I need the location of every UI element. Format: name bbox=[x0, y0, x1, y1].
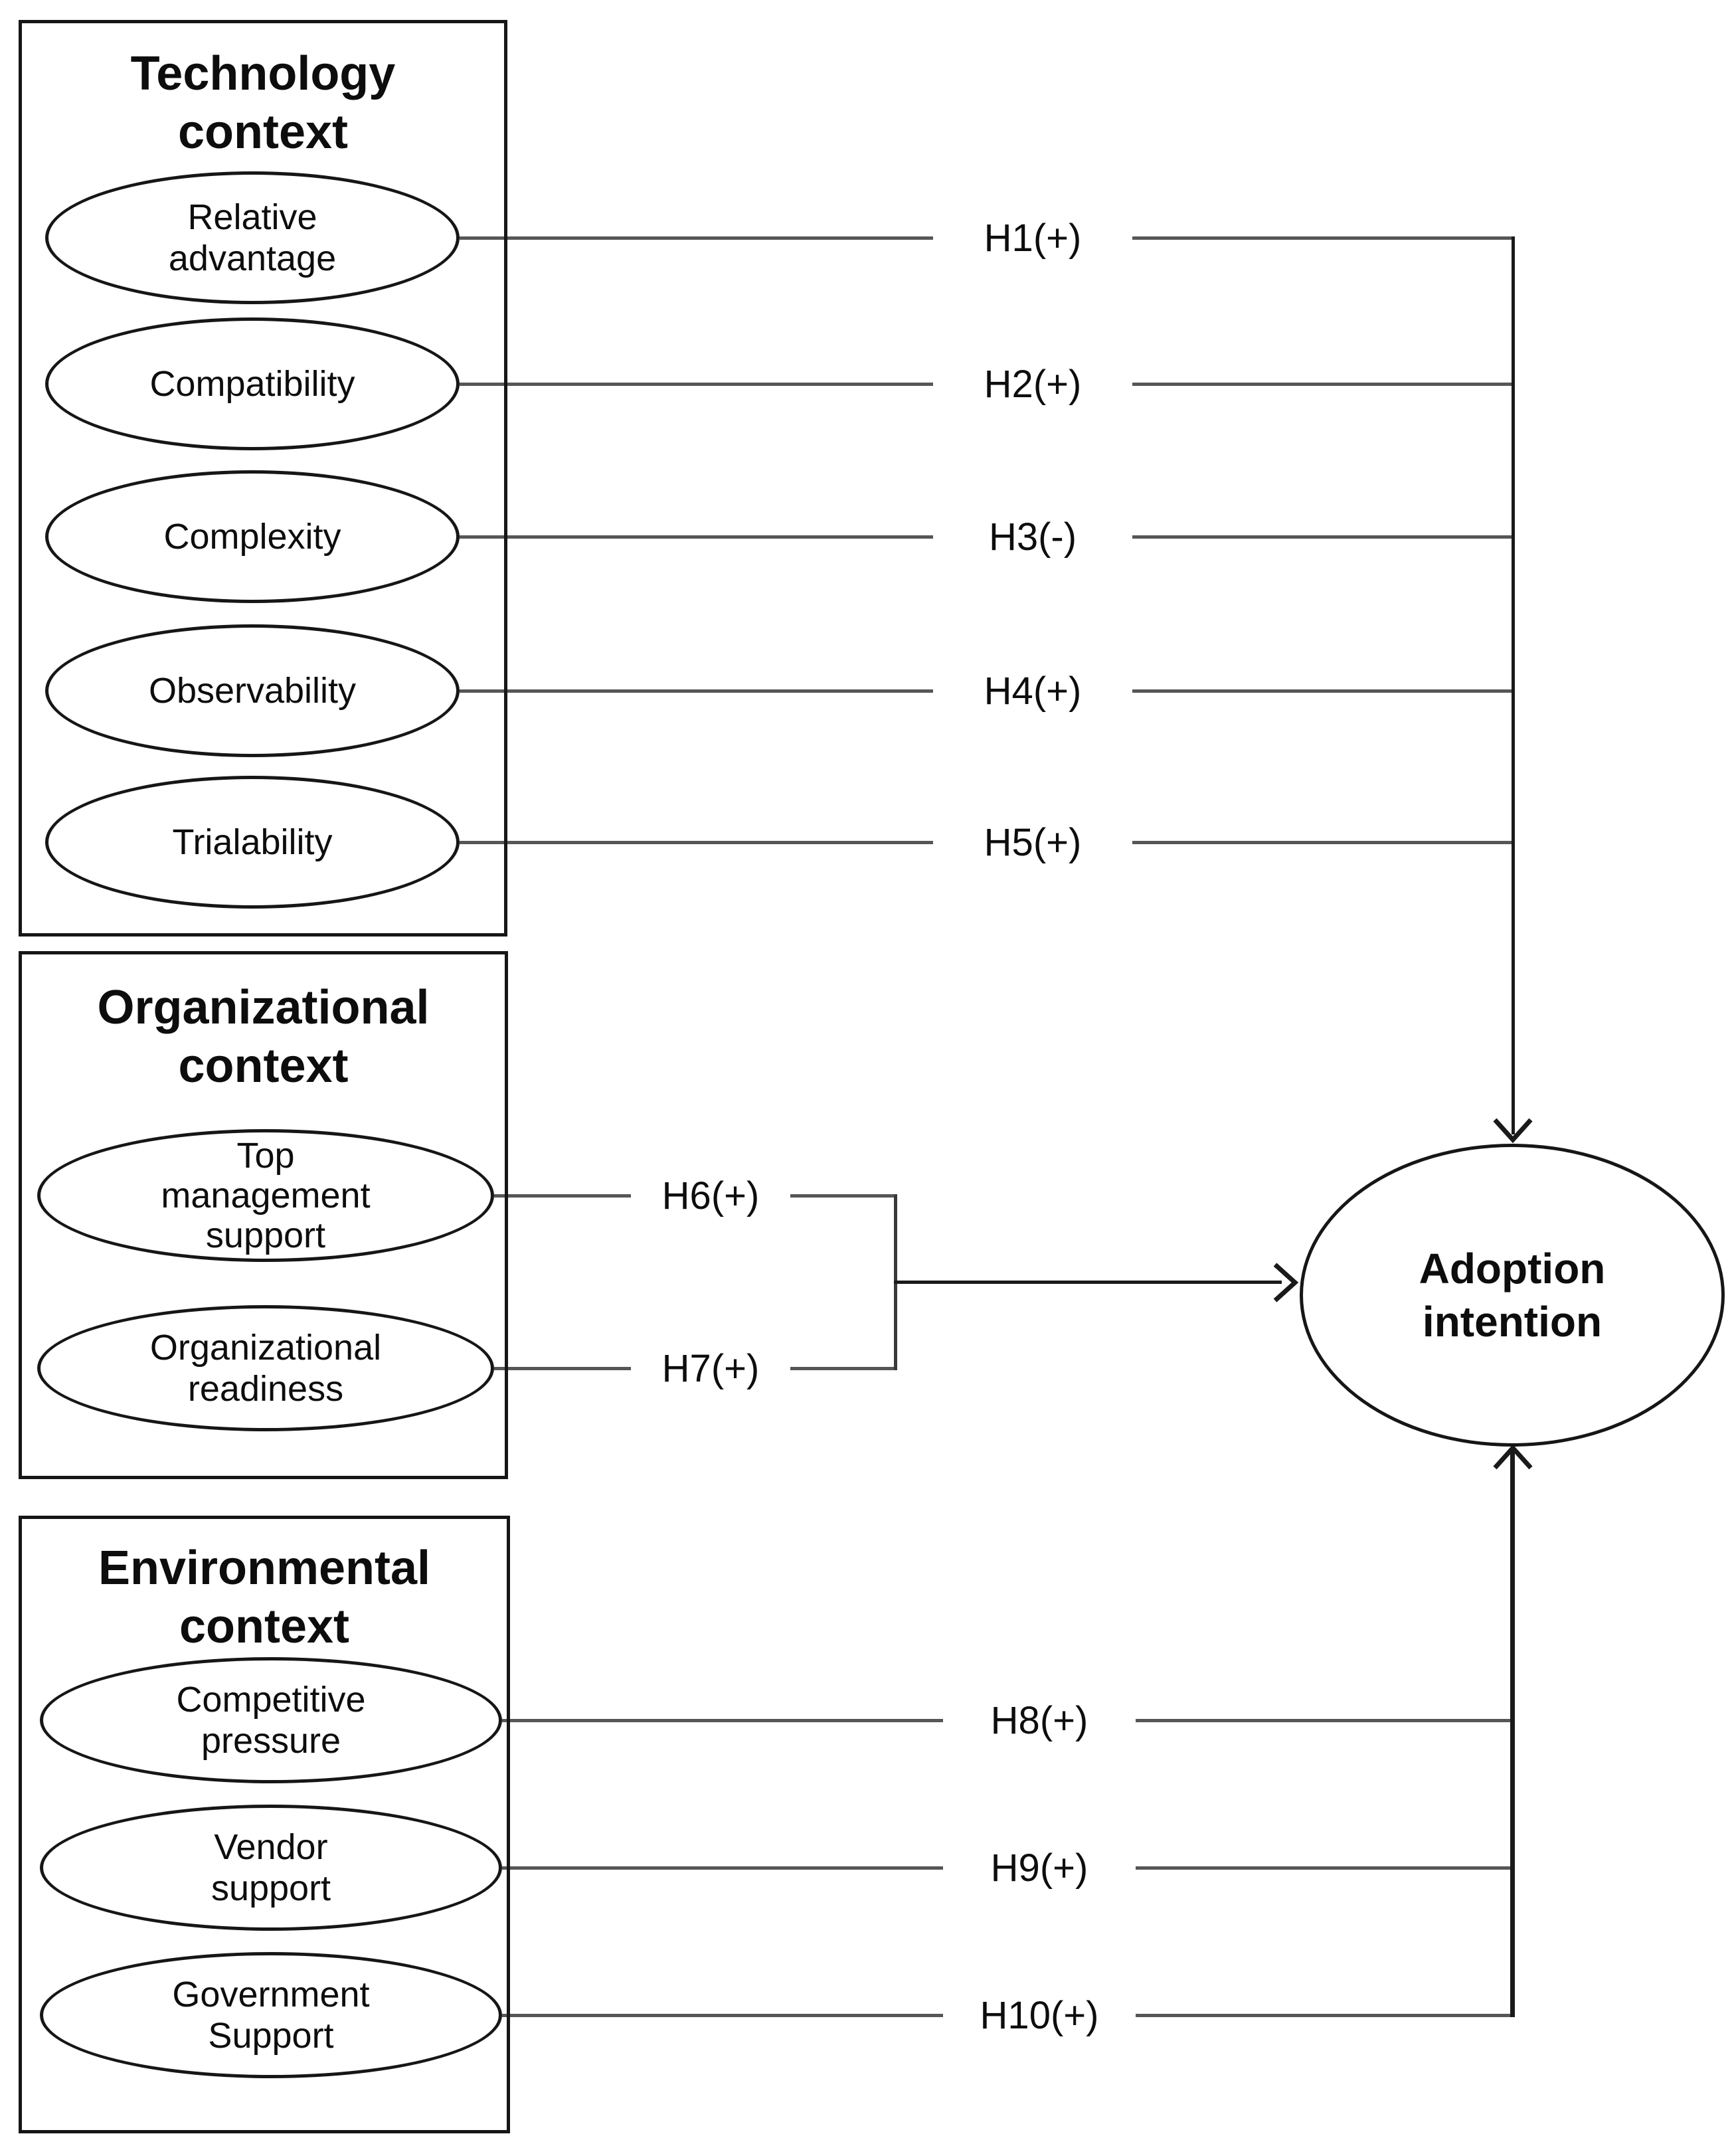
arrowhead-up-icon bbox=[1493, 1444, 1533, 1470]
factor-ellipse-complexity: Complexity bbox=[45, 470, 460, 603]
factor-ellipse-organizational-readiness: Organizational readiness bbox=[37, 1305, 494, 1431]
h8-line-left bbox=[502, 1719, 943, 1722]
organizational-context-box: Organizational context bbox=[19, 951, 508, 1479]
factor-label: Trialability bbox=[172, 822, 333, 862]
h5-line-left bbox=[460, 841, 933, 844]
hypothesis-label-h2: H2(+) bbox=[984, 362, 1082, 406]
h2-line-right bbox=[1132, 383, 1515, 386]
hypothesis-label-h6: H6(+) bbox=[661, 1174, 760, 1217]
factor-label: Relative advantage bbox=[168, 197, 337, 278]
h9-line-left bbox=[502, 1866, 943, 1870]
h7-line-right bbox=[790, 1367, 897, 1370]
hypothesis-label-h3: H3(-) bbox=[988, 515, 1077, 559]
technology-collector-vertical bbox=[1512, 236, 1515, 1134]
factor-label: Government Support bbox=[172, 1975, 370, 2056]
outcome-ellipse-adoption-intention: Adoption intention bbox=[1300, 1144, 1725, 1447]
title-line: context bbox=[179, 1600, 350, 1653]
h10-line-left bbox=[502, 2014, 943, 2017]
factor-label: Vendor support bbox=[211, 1827, 331, 1908]
h9-line-right bbox=[1136, 1866, 1515, 1870]
title-line: context bbox=[177, 106, 349, 159]
factor-ellipse-compatibility: Compatibility bbox=[45, 317, 460, 450]
factor-label: Organizational readiness bbox=[149, 1328, 382, 1409]
factor-ellipse-competitive-pressure: Competitive pressure bbox=[40, 1657, 502, 1783]
hypothesis-label-h10: H10(+) bbox=[980, 1993, 1099, 2037]
h2-line-left bbox=[460, 383, 933, 386]
h1-line-right bbox=[1132, 236, 1515, 240]
title-line: Organizational bbox=[97, 981, 430, 1034]
factor-label: Competitive pressure bbox=[176, 1680, 366, 1761]
title-line: Environmental bbox=[98, 1542, 431, 1595]
h5-line-right bbox=[1132, 841, 1515, 844]
h3-line-left bbox=[460, 535, 933, 539]
h6-line-right bbox=[790, 1194, 897, 1198]
h1-line-left bbox=[460, 236, 933, 240]
hypothesis-label-h7: H7(+) bbox=[661, 1346, 760, 1390]
factor-label: Observability bbox=[148, 671, 357, 711]
arrowhead-down-icon bbox=[1493, 1118, 1533, 1144]
factor-ellipse-top-management-support: Top management support bbox=[37, 1129, 494, 1262]
factor-ellipse-government-support: Government Support bbox=[40, 1952, 502, 2078]
factor-label: Top management support bbox=[161, 1136, 371, 1255]
factor-label: Complexity bbox=[163, 517, 341, 557]
h8-line-right bbox=[1136, 1719, 1515, 1722]
h10-line-right bbox=[1136, 2014, 1515, 2017]
organizational-merge-line bbox=[894, 1281, 1282, 1284]
h4-line-right bbox=[1132, 689, 1515, 693]
h6-line-left bbox=[494, 1194, 631, 1198]
hypothesis-label-h1: H1(+) bbox=[984, 216, 1082, 260]
environmental-collector-vertical bbox=[1510, 1451, 1515, 2017]
environmental-context-title: Environmental context bbox=[22, 1539, 507, 1656]
hypothesis-label-h5: H5(+) bbox=[984, 820, 1082, 864]
hypothesis-label-h4: H4(+) bbox=[984, 669, 1082, 713]
factor-label: Compatibility bbox=[149, 364, 355, 404]
arrowhead-right-icon bbox=[1273, 1263, 1299, 1302]
h7-line-left bbox=[494, 1367, 631, 1370]
title-line: context bbox=[178, 1039, 349, 1093]
technology-context-title: Technology context bbox=[22, 45, 504, 161]
environmental-context-box: Environmental context bbox=[19, 1516, 510, 2133]
factor-ellipse-observability: Observability bbox=[45, 624, 460, 757]
factor-ellipse-relative-advantage: Relative advantage bbox=[45, 171, 460, 304]
outcome-label: Adoption intention bbox=[1419, 1245, 1606, 1346]
factor-ellipse-vendor-support: Vendor support bbox=[40, 1805, 502, 1931]
h4-line-left bbox=[460, 689, 933, 693]
hypothesis-label-h8: H8(+) bbox=[990, 1698, 1088, 1742]
organizational-context-title: Organizational context bbox=[22, 978, 505, 1095]
factor-ellipse-trialability: Trialability bbox=[45, 776, 460, 909]
title-line: Technology bbox=[130, 47, 396, 100]
h3-line-right bbox=[1132, 535, 1515, 539]
hypothesis-label-h9: H9(+) bbox=[990, 1846, 1088, 1890]
technology-context-box: Technology context bbox=[19, 20, 507, 936]
